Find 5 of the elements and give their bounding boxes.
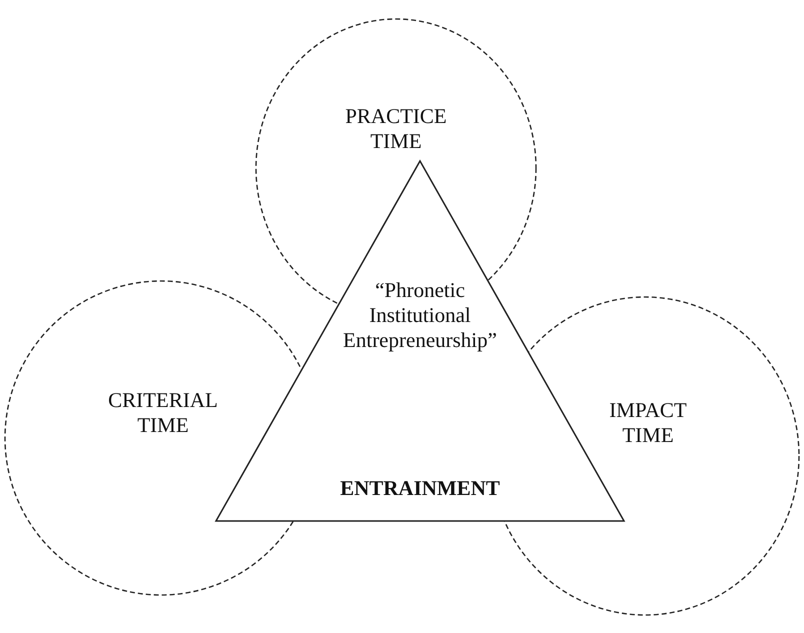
node-label: PRACTICE TIME (344, 104, 448, 154)
node-heading: ENTRAINMENT (339, 476, 501, 502)
node-label: IMPACT TIME (608, 398, 688, 448)
node-label: CRITERIAL TIME (107, 388, 219, 438)
node-label: “Phronetic Institutional Entrepreneurship” (342, 278, 498, 354)
